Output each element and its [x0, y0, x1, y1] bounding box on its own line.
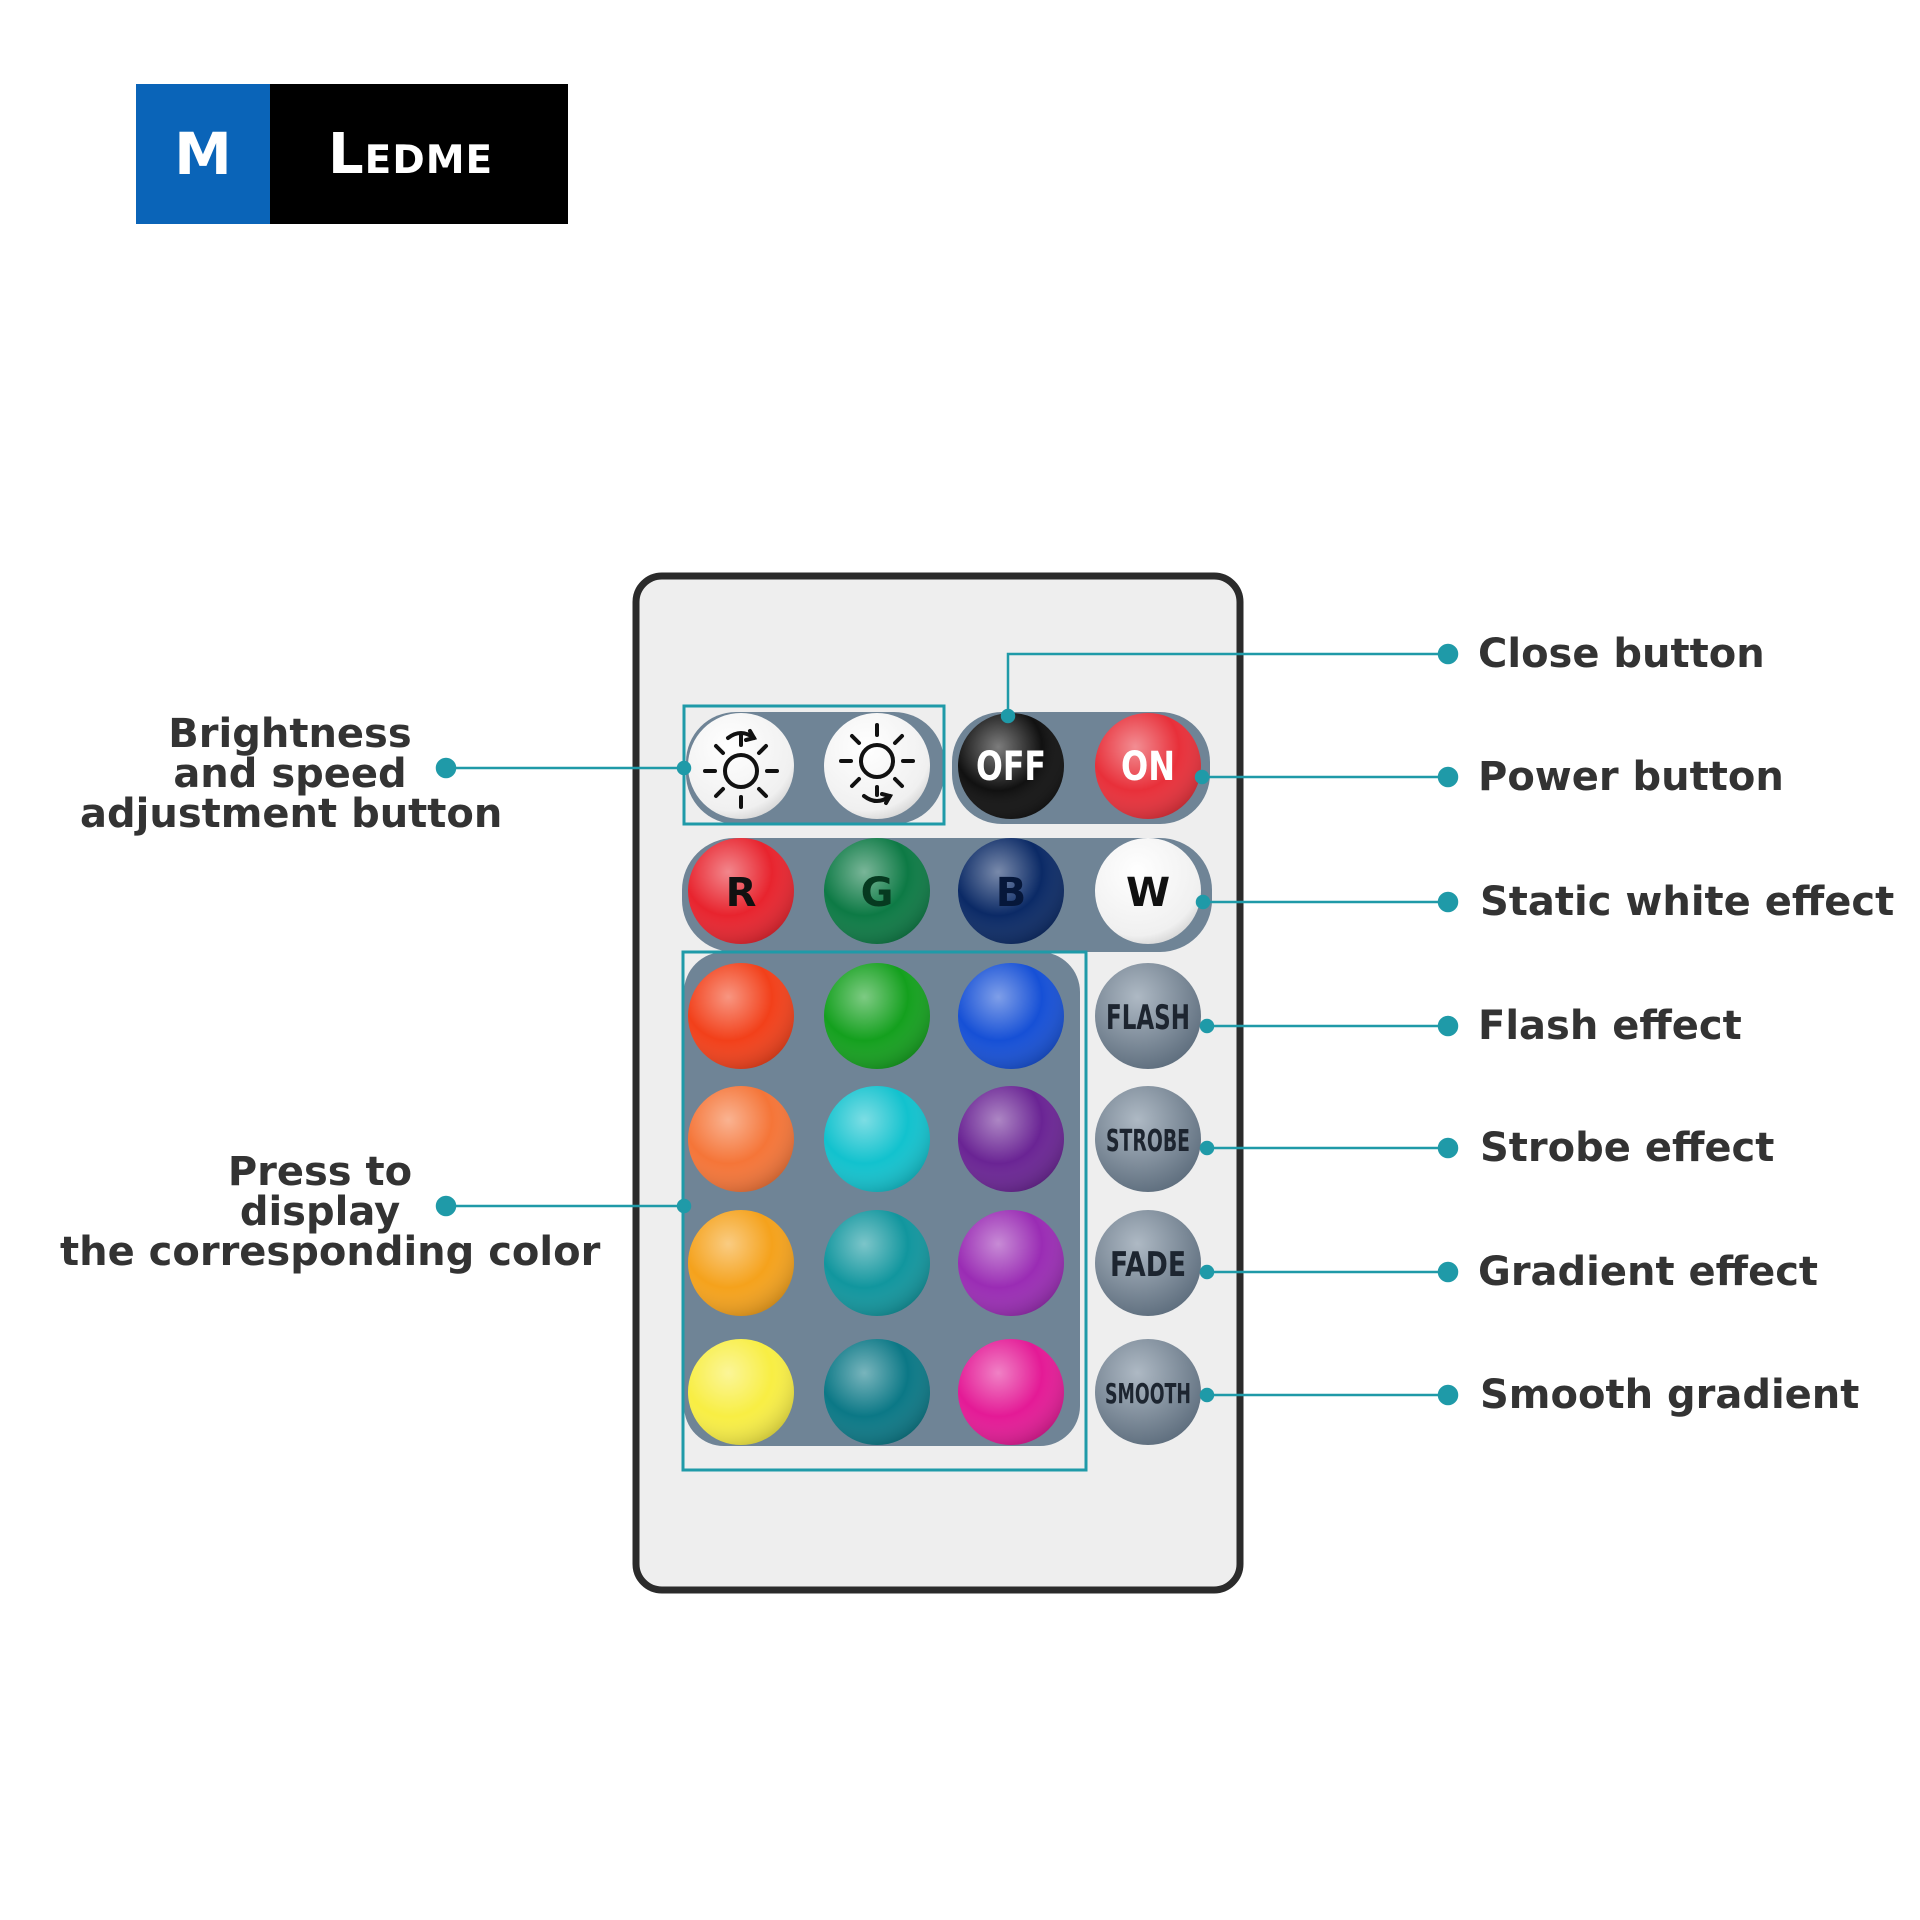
flash-leader-start-dot: [1199, 1018, 1215, 1034]
strobe-button[interactable]: STROBE: [1095, 1086, 1201, 1192]
color-label-line-2: display: [239, 1189, 401, 1235]
blue-button[interactable]: B: [958, 838, 1064, 944]
green-label: G: [861, 870, 894, 916]
color-grid-panel: [684, 952, 1080, 1446]
leader-lines: [435, 643, 1459, 1406]
white-label: W: [1126, 870, 1170, 916]
color-button-r1-c2[interactable]: [824, 963, 930, 1069]
blue-label: B: [996, 870, 1027, 916]
color-button-r3-c3[interactable]: [958, 1210, 1064, 1316]
color-button-r2-c2[interactable]: [824, 1086, 930, 1192]
brightness-label-line-1: Brightness: [168, 711, 412, 757]
brightness-down-icon: [839, 723, 915, 805]
smooth-button[interactable]: SMOOTH: [1095, 1339, 1201, 1445]
brightness-speed-label: Brightness and speed adjustment button: [80, 711, 503, 837]
on-label: ON: [1121, 744, 1175, 790]
brightness-label-line-2: and speed: [173, 751, 407, 797]
brand-logo: M Ledme: [136, 84, 568, 224]
white-button[interactable]: W: [1095, 838, 1201, 944]
strobe-label: STROBE: [1106, 1124, 1190, 1159]
white-leader-start-dot: [1195, 894, 1211, 910]
brightness-leader-end-dot: [676, 760, 692, 776]
gradient-effect-label: Gradient effect: [1478, 1249, 1819, 1295]
flash-effect-label: Flash effect: [1478, 1003, 1742, 1049]
on-button[interactable]: ON: [1095, 713, 1201, 819]
off-button[interactable]: OFF: [958, 713, 1064, 819]
color-button-r4-c1[interactable]: [688, 1339, 794, 1445]
red-label: R: [726, 870, 757, 916]
rgbw-panel: [682, 838, 1212, 952]
power-leader-start-dot: [1194, 769, 1210, 785]
gradient-leader-end-dot: [1437, 1261, 1459, 1283]
color-button-r3-c2[interactable]: [824, 1210, 930, 1316]
color-label-line-3: the corresponding color: [60, 1229, 601, 1275]
strobe-effect-label: Strobe effect: [1480, 1125, 1775, 1171]
brightness-leader-start-dot: [435, 757, 457, 779]
smooth-leader-end-dot: [1437, 1384, 1459, 1406]
color-grid: [688, 963, 1064, 1445]
flash-leader-end-dot: [1437, 1015, 1459, 1037]
color-button-r1-c1[interactable]: [688, 963, 794, 1069]
brightness-label-line-3: adjustment button: [80, 791, 503, 837]
flash-label: FLASH: [1106, 998, 1190, 1038]
brightness-down-button[interactable]: [824, 713, 930, 819]
off-label: OFF: [976, 744, 1046, 790]
color-label-line-1: Press to: [227, 1149, 413, 1195]
fade-button[interactable]: FADE: [1095, 1210, 1201, 1316]
smooth-label: SMOOTH: [1105, 1377, 1191, 1410]
logo-name: Ledme: [270, 84, 568, 224]
smooth-gradient-label: Smooth gradient: [1480, 1372, 1860, 1418]
power-button-label: Power button: [1478, 754, 1784, 800]
color-button-r4-c3[interactable]: [958, 1339, 1064, 1445]
color-button-r1-c3[interactable]: [958, 963, 1064, 1069]
close-leader-end-dot: [1437, 643, 1459, 665]
brightness-up-icon: [703, 729, 779, 809]
static-white-label: Static white effect: [1480, 879, 1895, 925]
red-button[interactable]: R: [688, 838, 794, 944]
color-button-r2-c3[interactable]: [958, 1086, 1064, 1192]
flash-button[interactable]: FLASH: [1095, 963, 1201, 1069]
color-press-label: Press to display the corresponding color: [60, 1149, 601, 1275]
color-leader-start-dot: [435, 1195, 457, 1217]
close-leader-start-dot: [1000, 708, 1016, 724]
strobe-leader-end-dot: [1437, 1137, 1459, 1159]
power-leader-end-dot: [1437, 766, 1459, 788]
close-leader: [1006, 652, 1448, 716]
strobe-leader-start-dot: [1199, 1140, 1215, 1156]
color-button-r3-c1[interactable]: [688, 1210, 794, 1316]
white-leader-end-dot: [1437, 891, 1459, 913]
color-button-r4-c2[interactable]: [824, 1339, 930, 1445]
color-leader-end-dot: [676, 1198, 692, 1214]
color-button-r2-c1[interactable]: [688, 1086, 794, 1192]
logo-mark: M: [136, 84, 270, 224]
green-button[interactable]: G: [824, 838, 930, 944]
gradient-leader-start-dot: [1199, 1264, 1215, 1280]
fade-label: FADE: [1110, 1245, 1186, 1285]
brightness-up-button[interactable]: [688, 713, 794, 819]
smooth-leader-start-dot: [1199, 1387, 1215, 1403]
close-button-label: Close button: [1478, 631, 1765, 677]
